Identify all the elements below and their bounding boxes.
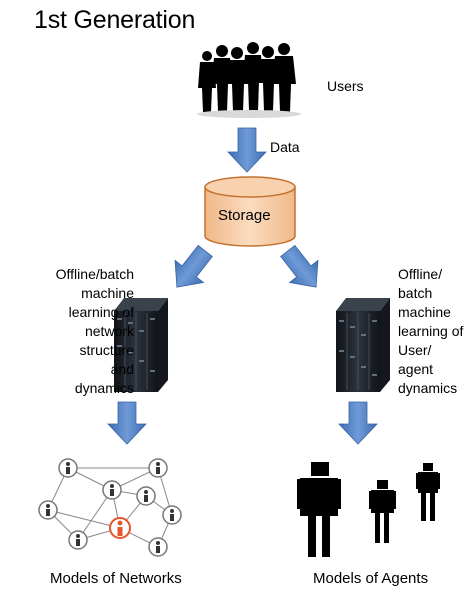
users-crowd-icon (197, 42, 301, 118)
users-label: Users (327, 78, 364, 94)
storage-to-right-arrow (280, 244, 319, 288)
network-model-graph (38, 458, 182, 557)
right-process-text: Offline/ batch machine learning of User/… (398, 265, 474, 398)
agent-figure-large (297, 462, 341, 557)
right-server-to-agents-arrow (338, 401, 378, 445)
left-process-line: machine (81, 285, 134, 301)
right-process-line: User/ (398, 342, 432, 358)
agent-models-figures (297, 462, 440, 557)
right-process-line: agent (398, 361, 434, 377)
network-node (38, 500, 58, 520)
right-process-line: dynamics (398, 380, 458, 396)
left-process-text: Offline/batch machine learning of networ… (8, 265, 134, 398)
server-rack-right-icon (336, 298, 390, 392)
right-process-line: Offline/ (398, 266, 443, 282)
agent-figure-small (416, 463, 440, 521)
right-process-line: machine (398, 304, 451, 320)
network-node (68, 530, 88, 550)
storage-to-left-arrow (174, 244, 213, 288)
agent-figure-medium (369, 480, 396, 543)
data-label: Data (270, 139, 300, 155)
models-of-networks-label: Models of Networks (50, 570, 182, 587)
network-node (102, 480, 122, 500)
diagram-title: 1st Generation (34, 6, 196, 34)
left-process-line: dynamics (74, 380, 134, 396)
server-rack-left-icon (114, 298, 168, 392)
left-process-line: network (84, 323, 134, 339)
right-process-line: batch (398, 285, 433, 301)
network-node (58, 458, 78, 478)
left-process-line: Offline/batch (55, 266, 134, 282)
left-server-to-networks-arrow (107, 401, 147, 445)
right-process-line: learning of (398, 323, 464, 339)
network-node-highlighted (109, 517, 131, 539)
storage-cylinder-icon (204, 176, 296, 247)
users-to-storage-arrow (227, 127, 267, 173)
models-of-agents-label: Models of Agents (313, 570, 429, 587)
storage-label: Storage (218, 207, 271, 224)
network-node (162, 505, 182, 525)
network-node (148, 458, 168, 478)
left-process-line: structure (79, 342, 134, 358)
network-node (136, 486, 156, 506)
left-process-line: learning of (68, 304, 134, 320)
network-node (148, 537, 168, 557)
left-process-line: and (110, 361, 134, 377)
